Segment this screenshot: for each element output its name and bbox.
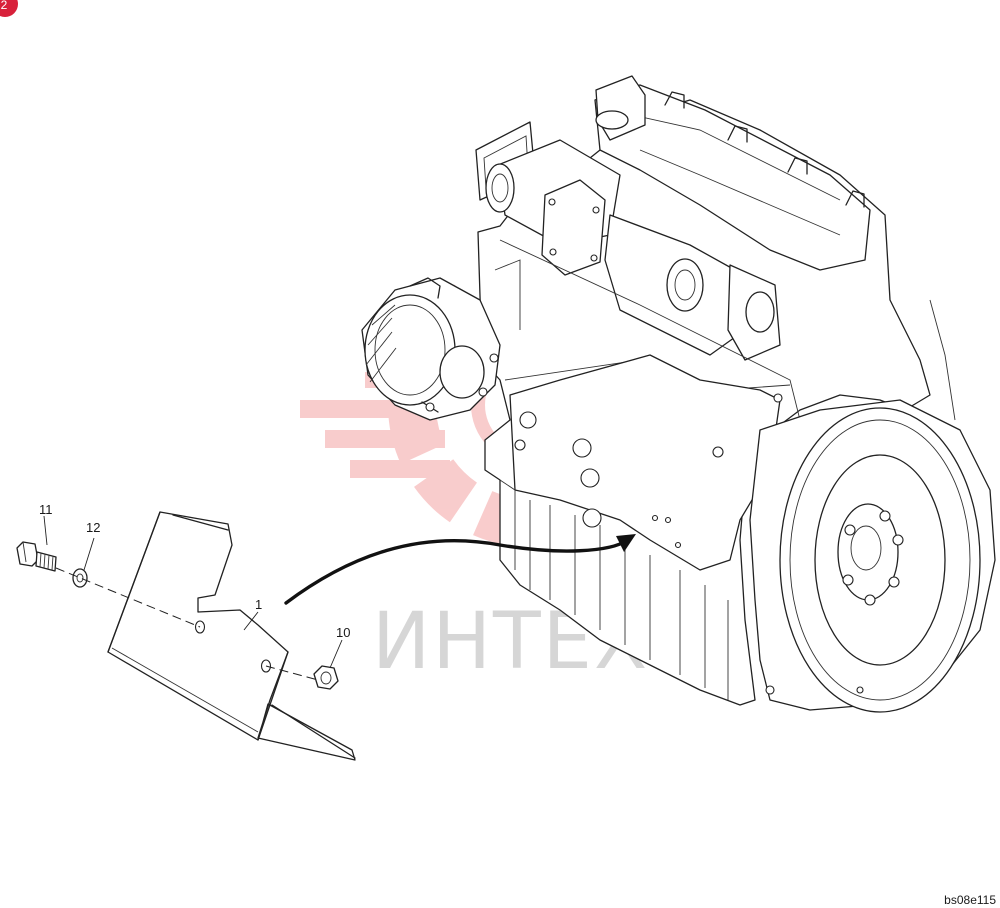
leader-1 [243,611,259,631]
leader-11 [43,515,48,546]
callout-11: 11 [39,502,53,517]
washer-icon [72,568,88,588]
engine-icon [361,75,996,713]
bracket-plate-icon [107,511,356,761]
bolt-icon [16,541,57,572]
assembly-line-nut [265,665,319,681]
callout-10: 10 [336,625,350,640]
leader-10 [329,639,343,669]
callout-1: 1 [255,597,262,612]
drawing-code: bs08e115 [944,893,996,907]
nut-icon [313,665,339,690]
leader-12 [83,537,95,571]
badge-label: 2 [1,0,8,12]
callout-12: 12 [86,520,100,535]
corner-badge: 2 [0,0,18,17]
assembly-arrow [284,534,636,605]
assembly-line-bolt [55,567,201,628]
